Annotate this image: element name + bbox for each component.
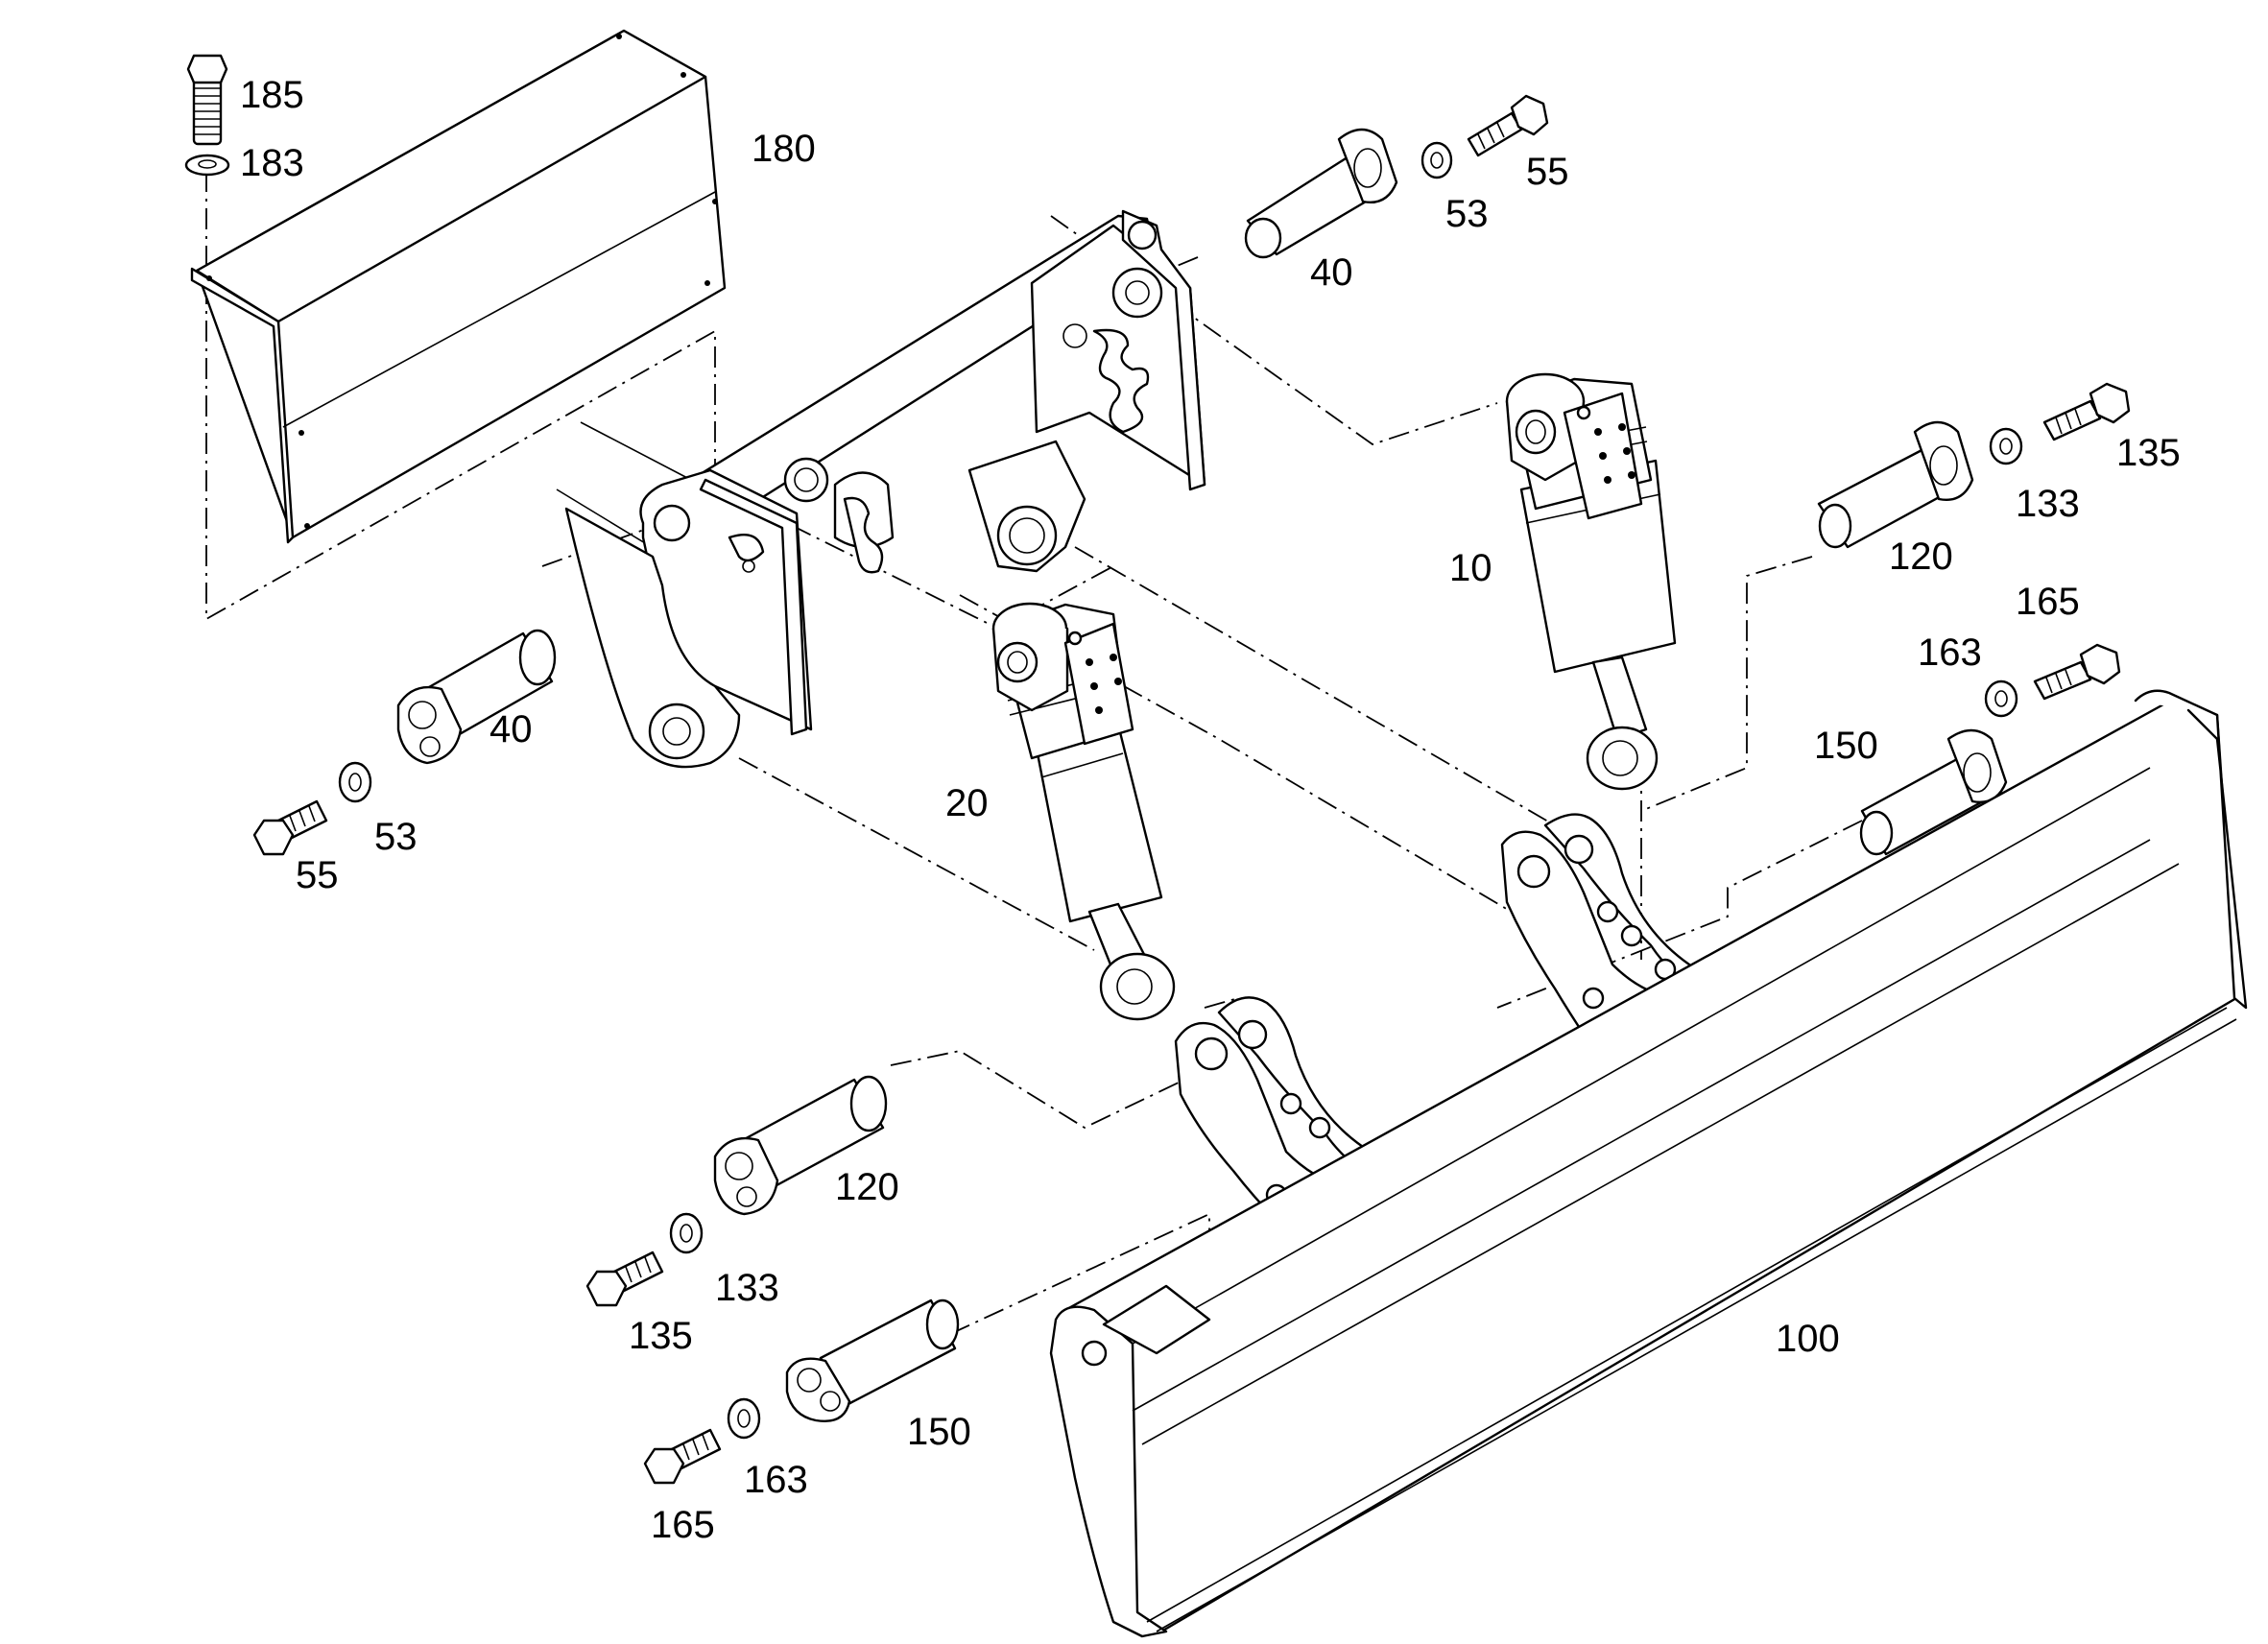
callout-133-right: 133 <box>2016 483 2080 525</box>
bolt-165-bottom-icon <box>643 1428 722 1485</box>
callout-163-right: 163 <box>1918 631 1982 674</box>
pin-40-left-icon <box>396 629 557 765</box>
callout-40-left: 40 <box>489 708 533 751</box>
pin-150-right-icon <box>1859 728 2008 856</box>
callout-183: 183 <box>240 142 304 184</box>
callout-180: 180 <box>752 128 816 170</box>
callout-185: 185 <box>240 74 304 116</box>
callout-53-top: 53 <box>1445 193 1489 235</box>
callout-120-bottom: 120 <box>835 1166 899 1208</box>
callout-163-bottom: 163 <box>744 1459 808 1501</box>
washer-163-bottom-icon <box>727 1397 761 1440</box>
washer-133-right-icon <box>1989 427 2023 465</box>
bolt-135-right-icon <box>2042 382 2131 441</box>
callout-55-left: 55 <box>296 854 339 896</box>
callout-100: 100 <box>1776 1318 1840 1360</box>
bolt-55-top-icon <box>1467 94 1549 157</box>
bolt-165-right-icon <box>2033 643 2121 701</box>
callout-53-left: 53 <box>374 816 418 858</box>
hydraulic-cylinder-10-icon <box>1505 372 1677 791</box>
dozer-blade-100-icon <box>1049 689 2248 1638</box>
main-frame-icon <box>556 209 1206 769</box>
callout-150-bottom: 150 <box>907 1411 971 1453</box>
bolt-135-bottom-icon <box>585 1251 664 1307</box>
washer-133-bottom-icon <box>669 1212 704 1254</box>
callout-150-right: 150 <box>1814 725 1878 767</box>
callout-133-bottom: 133 <box>715 1267 779 1309</box>
callout-labels: 185 183 180 40 53 55 135 133 120 10 165 … <box>240 74 2181 1546</box>
washer-163-right-icon <box>1984 679 2018 718</box>
pin-120-bottom-icon <box>713 1075 888 1216</box>
washer-53-left-icon <box>338 761 372 803</box>
bolt-55-left-icon <box>252 799 328 856</box>
washer-183-icon <box>184 154 230 177</box>
callout-135-right: 135 <box>2116 432 2181 474</box>
callout-135-bottom: 135 <box>629 1315 693 1357</box>
hydraulic-cylinder-20-icon <box>991 602 1176 1021</box>
callout-165-bottom: 165 <box>651 1504 715 1546</box>
washer-53-top-icon <box>1420 141 1453 179</box>
callout-20: 20 <box>945 782 989 824</box>
pin-40-top-icon <box>1244 128 1398 259</box>
callout-120-right: 120 <box>1889 536 1953 578</box>
cover-180-icon <box>190 29 727 544</box>
pin-150-bottom-icon <box>785 1299 960 1422</box>
callout-165-right: 165 <box>2016 581 2080 623</box>
callout-40-top: 40 <box>1310 251 1353 294</box>
bolt-185-icon <box>186 54 228 146</box>
callout-55-top: 55 <box>1526 151 1569 193</box>
pin-120-right-icon <box>1817 420 1974 549</box>
callout-10: 10 <box>1449 547 1492 589</box>
